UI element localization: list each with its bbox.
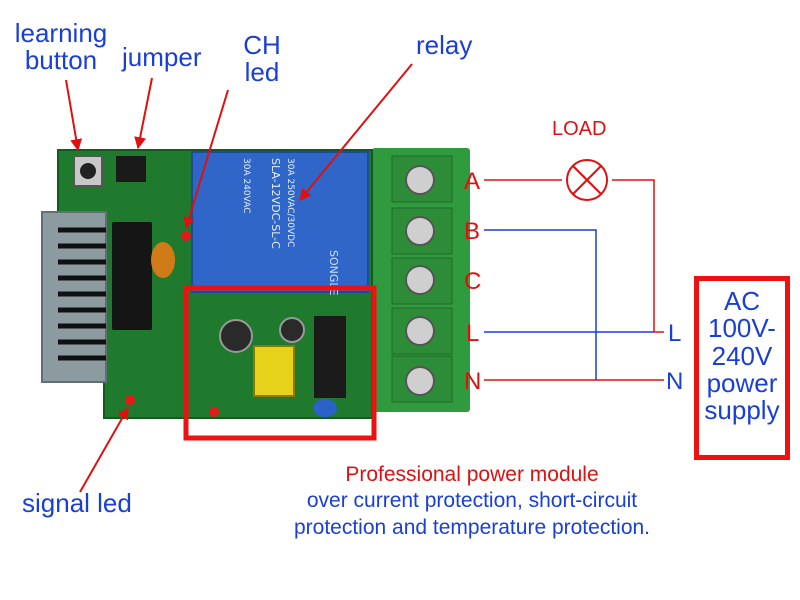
blue-capacitor (313, 399, 337, 417)
terminal-label-a: A (464, 168, 481, 195)
terminal-label-b: B (464, 218, 481, 245)
learning-button-cap (80, 163, 96, 179)
ch-led-part (181, 231, 191, 241)
note-line-1: Professional power module (345, 463, 599, 486)
wiring-blue (484, 229, 654, 380)
capacitor-block (314, 316, 346, 398)
supply-terminal-l: L (668, 320, 682, 347)
transformer (253, 345, 295, 397)
relay-model: SLA-12VDC-SL-C (269, 158, 282, 249)
learning-button-arrow (65, 79, 83, 152)
relay-rating-2: 30A 240VAC (241, 158, 251, 214)
signal-led-label: signal led (22, 488, 132, 518)
ic-chip (112, 222, 152, 330)
jumper-part (116, 156, 146, 182)
relay-arrow (299, 63, 413, 201)
supply-line-3: 240V (711, 340, 773, 371)
terminal-label-n: N (464, 368, 482, 395)
power-supply-text: AC 100V- 240V power supply (694, 286, 790, 426)
antenna-coil (58, 227, 106, 361)
ceramic-capacitor (151, 242, 175, 278)
relay-label: relay (416, 30, 473, 60)
jumper-label: jumper (122, 42, 202, 72)
supply-line-1: AC (723, 286, 761, 316)
load-lamp-icon (566, 159, 608, 201)
electrolytic-capacitor-2 (279, 317, 305, 343)
note-line-3: protection and temperature protection. (293, 515, 651, 539)
relay-rating-1: 30A 250VAC/30VDC (285, 158, 295, 247)
rf-module (41, 211, 107, 383)
learning-button-label: learning button (14, 18, 108, 76)
terminal-screws (391, 155, 453, 403)
supply-line-2: 100V- (708, 313, 776, 344)
signal-led-arrow (79, 406, 129, 493)
supply-line-4: power (706, 367, 778, 398)
ch-led-label: CH led (243, 30, 281, 88)
terminal-label-c: C (464, 268, 482, 295)
supply-line-5: supply (704, 395, 780, 426)
power-led-part (209, 407, 219, 417)
load-label: LOAD (552, 118, 607, 140)
signal-led-part (125, 395, 135, 405)
ch-led-arrow (183, 89, 229, 230)
jumper-arrow (134, 77, 153, 150)
relay-brand: SONGLE (327, 250, 340, 296)
supply-terminal-n: N (666, 368, 684, 395)
power-module-highlight (183, 285, 377, 441)
relay-part (191, 151, 369, 293)
power-supply-box (694, 276, 790, 460)
note-line-2: over current protection, short-circuit (306, 489, 638, 513)
terminal-label-l: L (466, 320, 480, 347)
wiring-red (484, 179, 664, 381)
power-module-note: Professional power module over current p… (252, 462, 692, 541)
electrolytic-capacitor-1 (219, 319, 253, 353)
